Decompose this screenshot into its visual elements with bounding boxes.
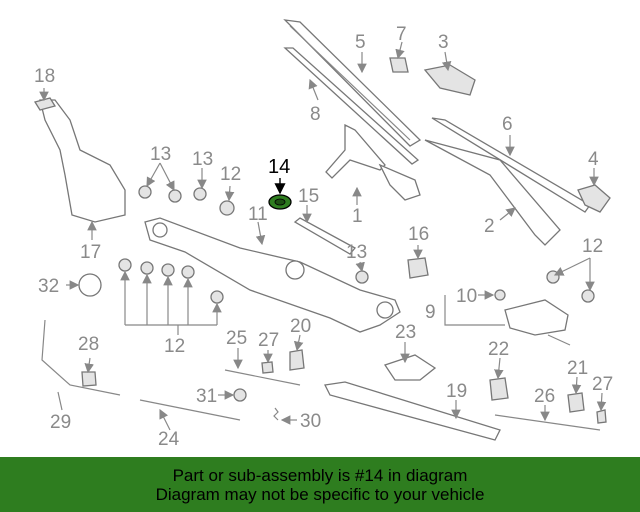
rail-19 (324, 381, 501, 441)
nozzle-28 (81, 371, 97, 387)
callout-10: 10 (456, 286, 477, 307)
washer-reservoir (33, 97, 126, 223)
callout-5: 5 (355, 32, 366, 53)
clip (389, 57, 409, 73)
callout-24: 24 (158, 429, 180, 450)
callout-32: 32 (38, 276, 59, 297)
callout-28: 28 (78, 334, 99, 355)
part-30 (273, 407, 279, 421)
wiper-blade-2 (424, 117, 591, 246)
callout-22: 22 (488, 339, 509, 360)
wiper-linkage (144, 217, 401, 333)
banner-line-2: Diagram may not be specific to your vehi… (155, 484, 485, 504)
link-rod (293, 217, 357, 255)
callout-1: 1 (352, 206, 363, 227)
info-banner: Part or sub-assembly is #14 in diagram D… (0, 457, 640, 512)
callout-9: 9 (425, 302, 436, 323)
part-22 (489, 377, 509, 401)
plug-32 (78, 273, 102, 297)
callout-31: 31 (196, 386, 217, 407)
callout-11: 11 (248, 204, 268, 225)
callout-29: 29 (50, 412, 71, 433)
wiper-motor (494, 289, 571, 346)
callout-labels: 5 7 3 8 6 4 2 1 15 11 12 13 13 13 14 16 … (34, 24, 613, 450)
callout-23: 23 (395, 322, 416, 343)
callout-3: 3 (438, 32, 449, 53)
grommet-16 (407, 257, 429, 279)
callout-7: 7 (396, 24, 407, 45)
part-14-highlighted (268, 194, 292, 210)
nuts-13 (138, 185, 369, 284)
connector-27 (261, 361, 274, 374)
hose-25 (224, 369, 301, 386)
part-31 (233, 388, 247, 402)
cover-cap (423, 64, 476, 96)
callout-6: 6 (502, 114, 513, 135)
callout-8: 8 (310, 104, 321, 125)
callout-13-left: 13 (150, 144, 171, 165)
bracket-23 (383, 354, 437, 381)
hose-26 (494, 414, 601, 431)
callout-27-mid: 27 (258, 330, 279, 351)
callout-18: 18 (34, 66, 55, 87)
leader-lines (39, 41, 607, 431)
callout-2: 2 (484, 216, 495, 237)
callout-30: 30 (300, 411, 321, 432)
hose-24 (139, 399, 241, 421)
part-20 (289, 349, 305, 371)
callout-20: 20 (290, 316, 311, 337)
wiper-blade (283, 19, 422, 165)
nuts-12 (118, 200, 595, 304)
callout-13-mid: 13 (192, 149, 213, 170)
callout-16: 16 (408, 224, 429, 245)
callout-14: 14 (268, 156, 290, 178)
callout-27-right: 27 (592, 374, 613, 395)
parts-diagram: 5 7 3 8 6 4 2 1 15 11 12 13 13 13 14 16 … (33, 19, 613, 450)
part-21 (567, 392, 585, 413)
callout-17: 17 (80, 242, 101, 263)
callout-21: 21 (567, 358, 588, 379)
banner-line-1: Part or sub-assembly is #14 in diagram (172, 465, 468, 485)
callout-19: 19 (446, 381, 467, 402)
callout-12-right: 12 (582, 236, 603, 257)
wiper-arm (325, 123, 421, 201)
callout-12-bottom: 12 (164, 336, 185, 357)
callout-26: 26 (534, 386, 555, 407)
callout-4: 4 (588, 149, 599, 170)
callout-15: 15 (298, 186, 319, 207)
callout-25: 25 (226, 328, 247, 349)
nozzle-hose-29 (41, 319, 121, 396)
callout-12-top: 12 (220, 164, 241, 185)
part-27 (596, 409, 607, 424)
callout-13-right: 13 (346, 242, 367, 263)
